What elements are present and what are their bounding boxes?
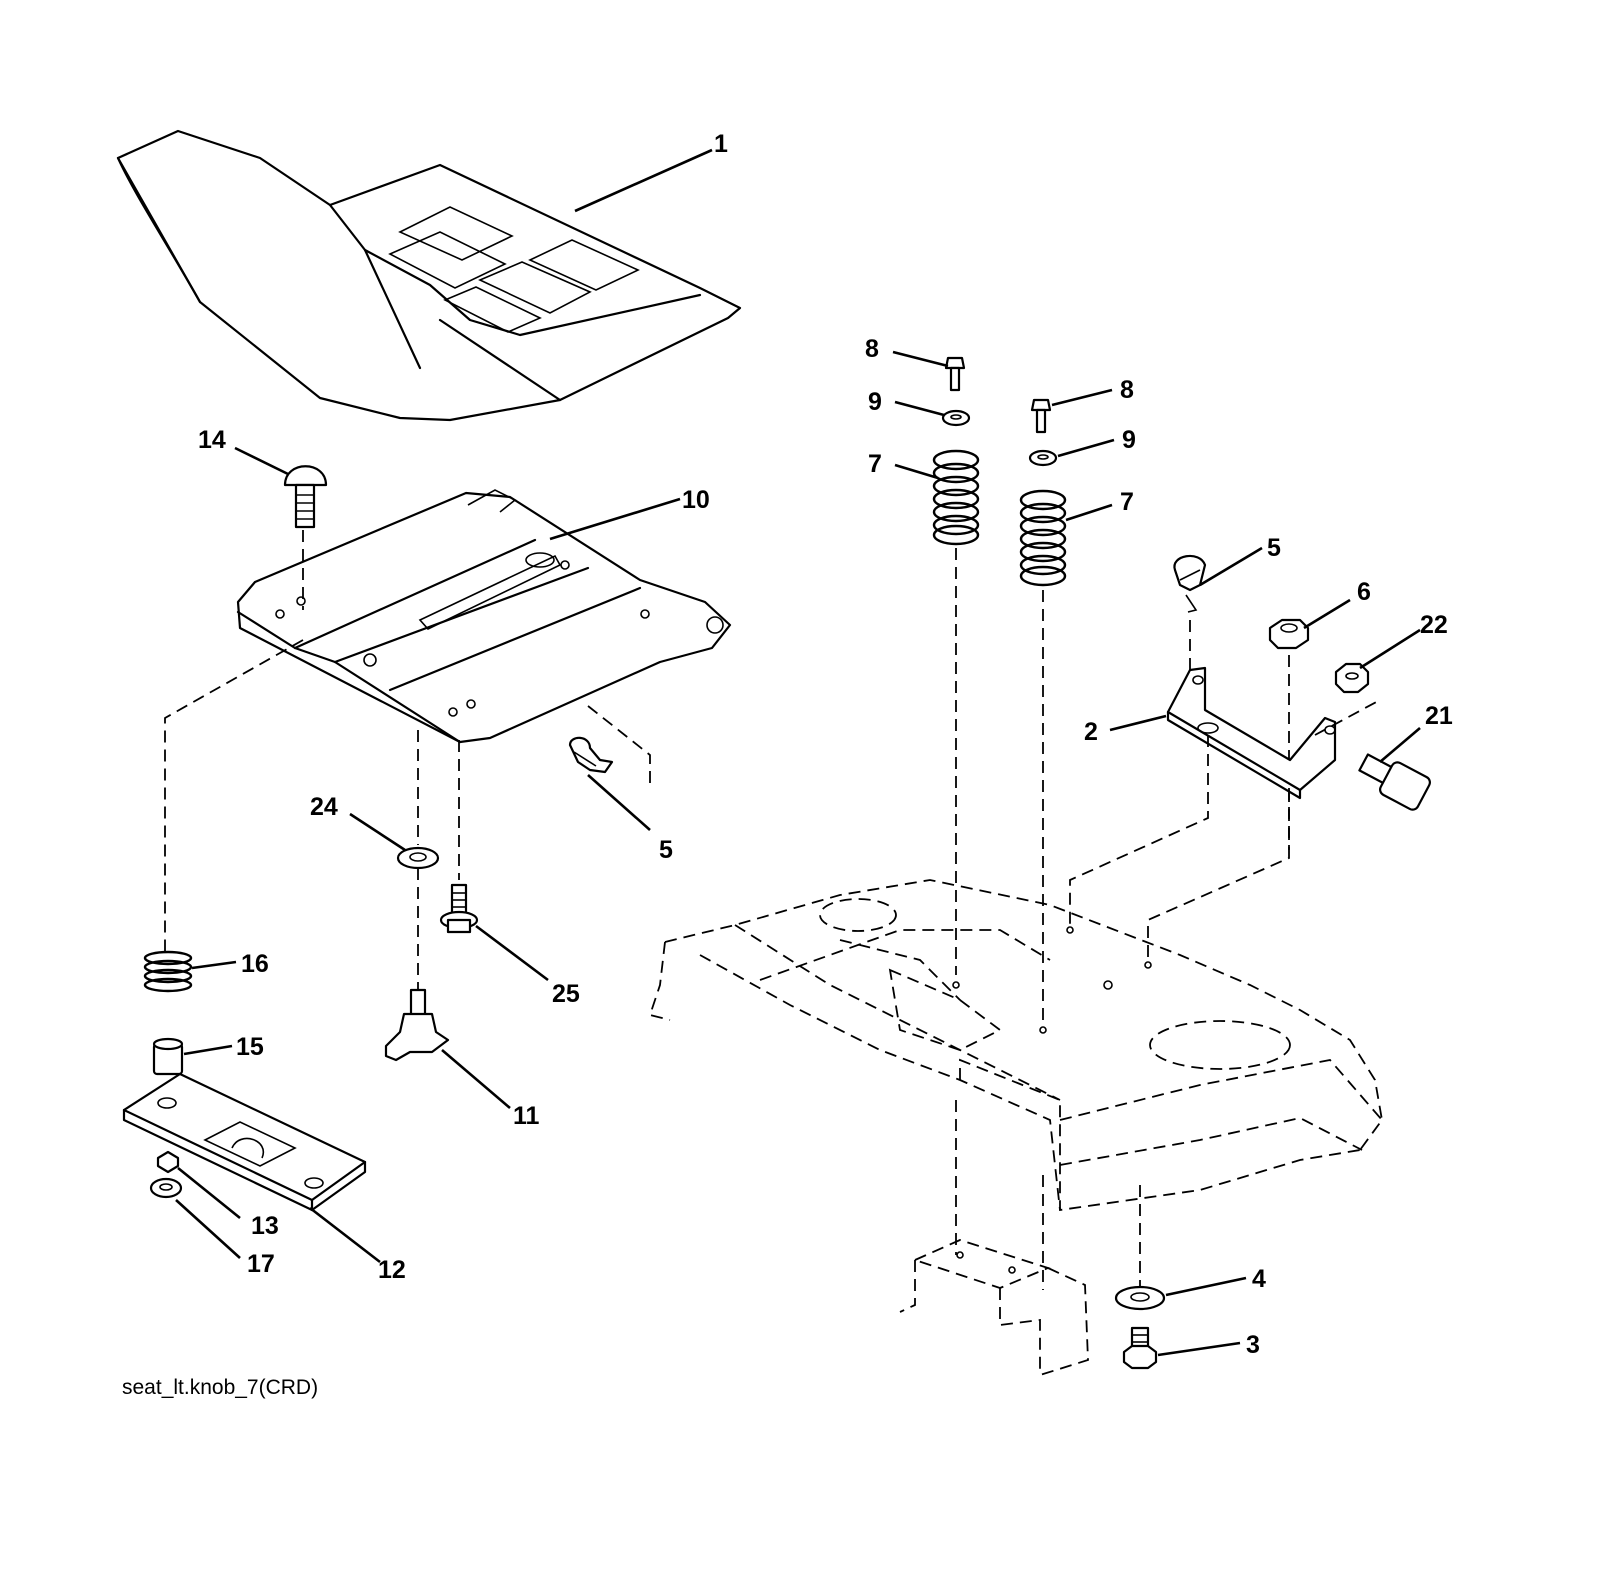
washer-9-left — [941, 409, 971, 427]
leader-13 — [177, 1166, 241, 1220]
nut-22 — [1334, 662, 1370, 694]
washer-9-right — [1028, 449, 1058, 467]
leader-14 — [234, 446, 289, 476]
leader-7a — [894, 463, 939, 480]
knob — [384, 988, 450, 1062]
spacer-15 — [152, 1037, 184, 1076]
leader-10 — [549, 497, 681, 541]
callout-10: 10 — [682, 486, 710, 514]
callout-25: 25 — [552, 980, 580, 1008]
carriage-bolt — [283, 465, 328, 529]
callout-16: 16 — [241, 950, 269, 978]
leader-11 — [441, 1049, 511, 1109]
callout-11: 11 — [513, 1102, 540, 1130]
dash-5a — [587, 705, 651, 790]
washer-24 — [396, 846, 440, 870]
dash-bracket-2 — [1147, 790, 1290, 960]
callout-12: 12 — [378, 1256, 406, 1284]
leader-9a — [894, 400, 945, 417]
callout-6: 6 — [1357, 578, 1371, 606]
leader-1 — [574, 148, 713, 213]
callout-8-right: 8 — [1120, 376, 1134, 404]
leader-2 — [1109, 714, 1167, 732]
leader-8b — [1051, 388, 1113, 407]
bolt-8-left — [944, 356, 966, 392]
spring-7-right — [1019, 489, 1067, 587]
leader-6 — [1303, 598, 1351, 630]
leader-17 — [175, 1199, 241, 1259]
washer-4 — [1114, 1285, 1166, 1311]
leader-16 — [191, 960, 237, 970]
washer-17 — [149, 1177, 183, 1199]
callout-9-right: 9 — [1122, 426, 1136, 454]
shoulder-bolt — [439, 883, 479, 934]
clip-right — [1173, 554, 1207, 613]
leader-3 — [1157, 1341, 1241, 1357]
leader-21 — [1379, 727, 1421, 763]
dash-21 — [1314, 699, 1381, 736]
callout-7-right: 7 — [1120, 488, 1134, 516]
leader-25 — [475, 924, 549, 982]
callout-8-left: 8 — [865, 335, 879, 363]
callout-13: 13 — [251, 1212, 279, 1240]
nut-6 — [1268, 618, 1310, 650]
clip-left — [568, 736, 614, 774]
callout-22: 22 — [1420, 611, 1448, 639]
leader-9b — [1057, 438, 1115, 458]
dash-left-long — [164, 639, 304, 955]
callout-7-left: 7 — [868, 450, 882, 478]
callout-5-right: 5 — [1267, 534, 1281, 562]
spring-16 — [143, 950, 193, 993]
leader-5b — [1199, 546, 1263, 587]
lower-bracket — [899, 1239, 1089, 1376]
shoulder-bolt-21 — [1358, 753, 1431, 811]
leader-24 — [349, 812, 406, 852]
seat — [116, 129, 742, 422]
callout-24: 24 — [310, 793, 338, 821]
callout-21: 21 — [1425, 702, 1453, 730]
diagram-caption: seat_lt.knob_7(CRD) — [122, 1376, 319, 1399]
callout-1: 1 — [714, 130, 728, 158]
callout-17: 17 — [247, 1250, 275, 1278]
spring-7-left — [932, 449, 980, 546]
bracket — [1166, 666, 1337, 800]
leader-8a — [892, 350, 949, 368]
slide-plate — [122, 1072, 367, 1212]
leader-7b — [1065, 503, 1113, 522]
leader-12 — [309, 1206, 381, 1264]
tractor-frame — [648, 879, 1383, 1212]
callout-5-left: 5 — [659, 836, 673, 864]
nut-13 — [156, 1150, 180, 1174]
seat-pan — [236, 489, 732, 744]
dash-bracket-1 — [1069, 735, 1209, 925]
leader-22 — [1359, 628, 1421, 670]
bolt-8-right — [1030, 398, 1052, 434]
callout-15: 15 — [236, 1033, 264, 1061]
bolt-3 — [1122, 1326, 1158, 1370]
callout-2: 2 — [1084, 718, 1098, 746]
callout-9-left: 9 — [868, 388, 882, 416]
callout-4: 4 — [1252, 1265, 1266, 1293]
callout-14: 14 — [198, 426, 226, 454]
leader-15 — [183, 1044, 233, 1056]
leader-5a — [587, 774, 651, 831]
callout-3: 3 — [1246, 1331, 1260, 1359]
leader-4 — [1165, 1276, 1247, 1297]
